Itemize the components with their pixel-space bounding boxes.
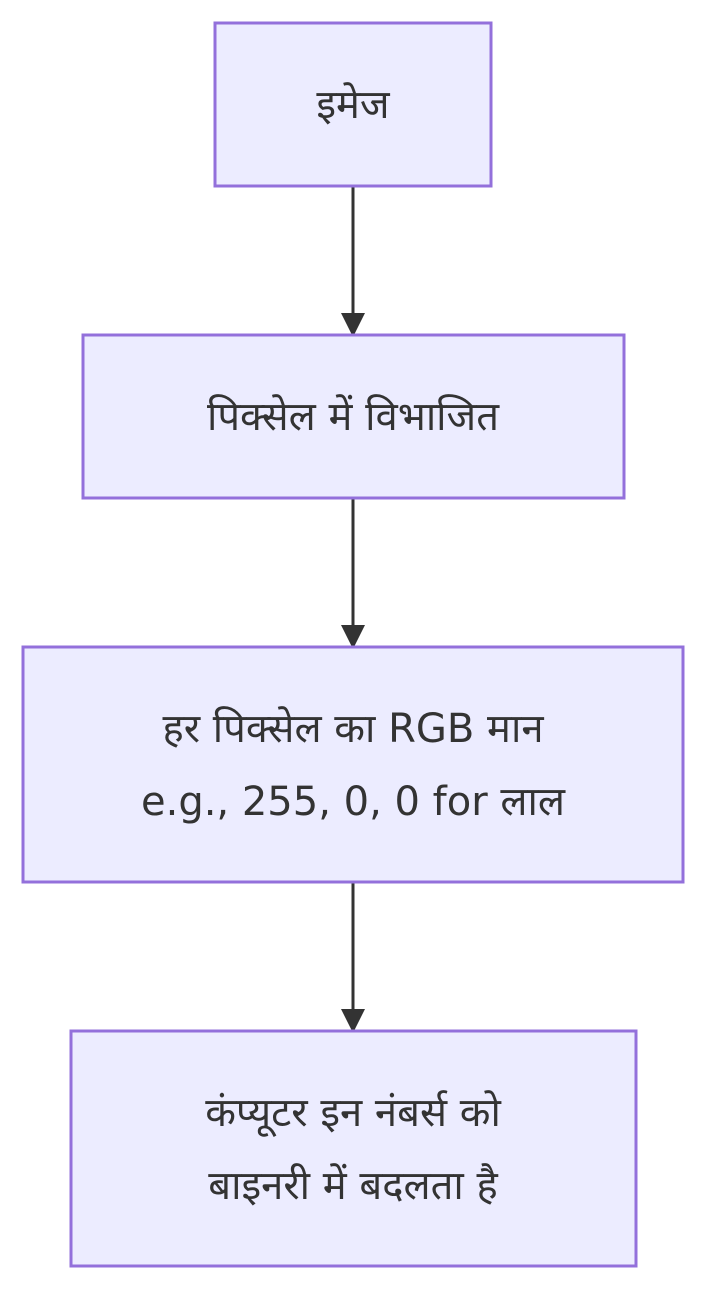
arrowhead — [341, 625, 365, 649]
node-binary-label-line1: कंप्यूटर इन नंबर्स को — [205, 1090, 501, 1137]
node-rgb-label-line1: हर पिक्सेल का RGB मान — [162, 706, 544, 752]
arrowhead — [341, 313, 365, 337]
node-pixels: पिक्सेल में विभाजित — [81, 333, 626, 500]
edges — [341, 187, 365, 1033]
node-image-label: इमेज — [316, 82, 391, 128]
edge-pixels-to-rgb — [341, 499, 365, 649]
node-rgb: हर पिक्सेल का RGB मान e.g., 255, 0, 0 fo… — [21, 645, 685, 884]
node-image: इमेज — [213, 21, 493, 188]
edge-rgb-to-binary — [341, 883, 365, 1033]
edge-image-to-pixels — [341, 187, 365, 337]
node-binary: कंप्यूटर इन नंबर्स को बाइनरी में बदलता ह… — [69, 1029, 638, 1268]
node-rgb-label-line2: e.g., 255, 0, 0 for लाल — [141, 779, 566, 825]
node-pixels-label: पिक्सेल में विभाजित — [207, 394, 500, 440]
node-binary-label-line2: बाइनरी में बदलता है — [208, 1163, 498, 1209]
arrowhead — [341, 1009, 365, 1033]
